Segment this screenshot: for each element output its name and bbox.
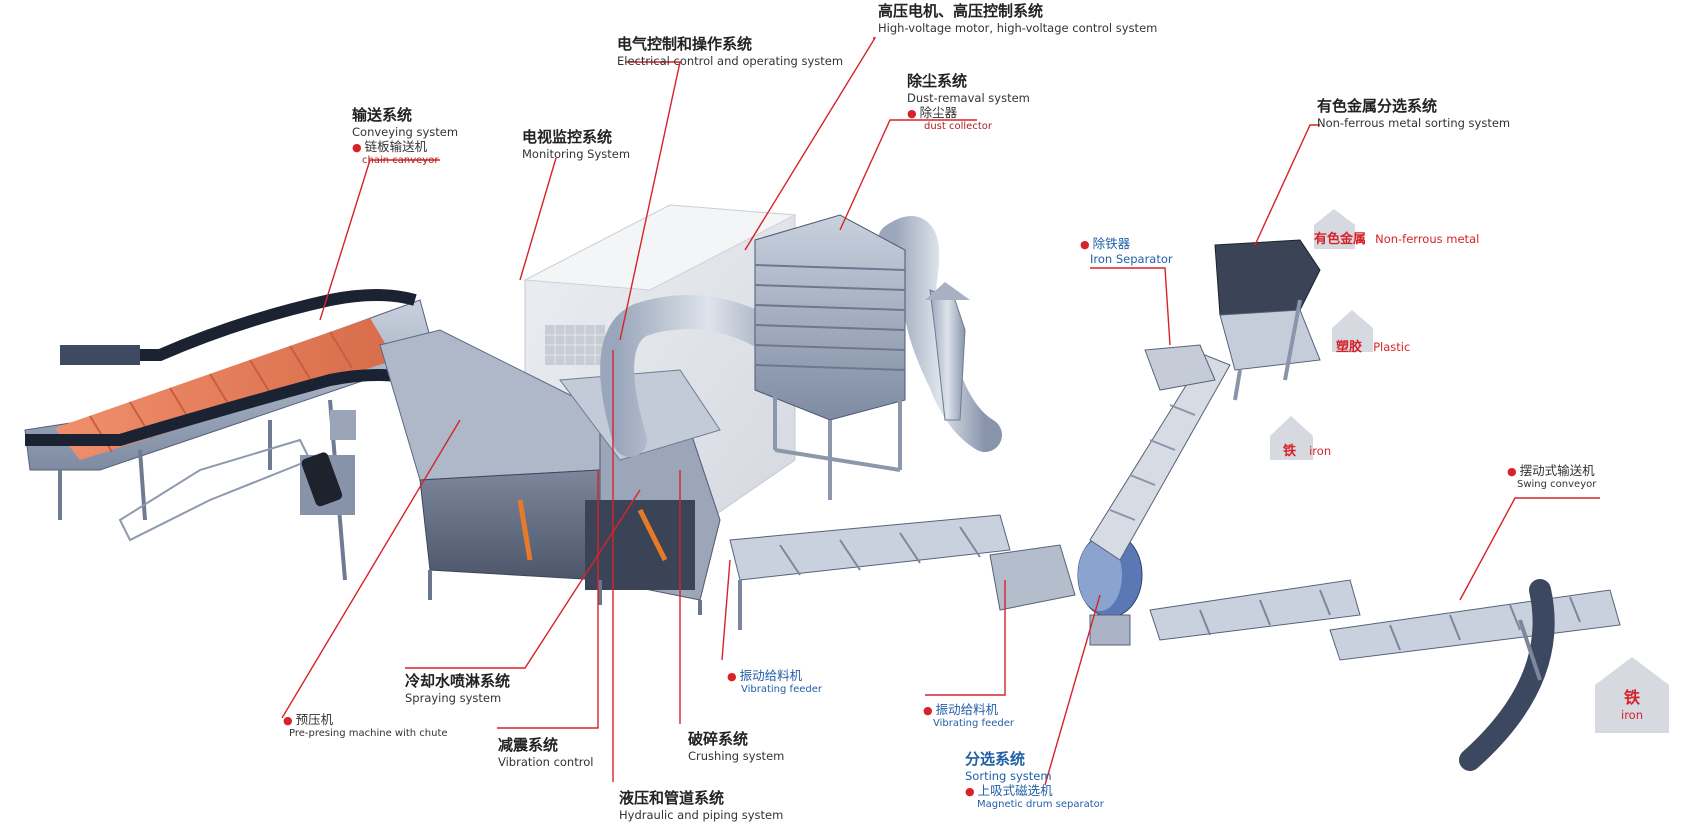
belt-conveyor-2 — [1149, 579, 1361, 641]
plastic-mat-cn: 塑胶 — [1336, 340, 1363, 355]
hv-en: High-voltage motor, high-voltage control… — [878, 20, 1158, 35]
sorting-en: Sorting system — [965, 768, 1052, 783]
bullet-icon: ● — [283, 714, 293, 727]
iron2-mat-cn: 铁 — [1623, 688, 1640, 707]
dust-collector — [754, 214, 970, 500]
label-electrical-control: 电气控制和操作系统 Electrical control and operati… — [617, 35, 843, 68]
label-prepress-machine: ●预压机 Pre-presing machine with chute — [283, 712, 448, 740]
bullet-icon: ● — [923, 704, 933, 717]
material-plastic: 塑胶 Plastic — [1336, 336, 1410, 356]
sorting-sub-cn: 上吸式磁选机 — [977, 783, 1053, 799]
label-nonferrous-sorting: 有色金属分选系统 Non-ferrous metal sorting syste… — [1317, 97, 1510, 130]
leader-lines — [281, 37, 1600, 786]
vibration-en: Vibration control — [498, 754, 594, 769]
inclined-conveyor — [1089, 344, 1231, 561]
bullet-icon: ● — [965, 785, 975, 799]
bullet-icon: ● — [727, 670, 737, 683]
dust-en: Dust-remaval system — [907, 90, 1030, 105]
swing-sub-cn: 摆动式输送机 — [1519, 463, 1595, 478]
material-iron-1: 铁 iron — [1283, 440, 1331, 460]
iron1-mat-cn: 铁 — [1283, 444, 1297, 459]
label-swing-conveyor: ●摆动式输送机 Swing conveyor — [1507, 463, 1596, 491]
bullet-icon: ● — [1080, 238, 1090, 251]
label-hydraulic-system: 液压和管道系统 Hydraulic and piping system — [619, 789, 783, 822]
nonferrous-sorter — [1214, 239, 1321, 401]
monitor-cn: 电视监控系统 — [522, 128, 613, 146]
label-conveying-system: 输送系统 Conveying system ●链板输送机 chain canve… — [352, 106, 458, 167]
vib-feeder2-en: Vibrating feeder — [933, 717, 1014, 729]
swing-sub-en: Swing conveyor — [1517, 478, 1597, 490]
spraying-cn: 冷却水喷淋系统 — [405, 672, 511, 690]
conveying-sub-cn: 链板输送机 — [364, 139, 428, 155]
sorting-cn: 分选系统 — [965, 750, 1026, 768]
prepress-motor — [300, 410, 356, 515]
elec-en: Electrical control and operating system — [617, 53, 844, 68]
elec-cn: 电气控制和操作系统 — [617, 35, 753, 53]
label-hv-system: 高压电机、高压控制系统 High-voltage motor, high-vol… — [878, 2, 1157, 35]
label-iron-separator: ●除铁器 Iron Separator — [1080, 236, 1173, 266]
hydraulic-en: Hydraulic and piping system — [619, 807, 784, 822]
label-vibrating-feeder-2: ●振动给料机 Vibrating feeder — [923, 702, 1014, 730]
vib-feeder1-en: Vibrating feeder — [741, 683, 822, 695]
material-iron-2: 铁 iron — [1612, 688, 1652, 722]
prepress-sub-cn: 预压机 — [295, 712, 334, 727]
label-monitoring-system: 电视监控系统 Monitoring System — [522, 128, 630, 161]
dust-sub-en: dust collector — [924, 120, 992, 132]
dust-sub-cn: 除尘器 — [919, 105, 958, 121]
label-dust-removal: 除尘系统 Dust-remaval system ●除尘器 dust colle… — [907, 72, 1030, 133]
nonferrous-mat-en: Non-ferrous metal — [1375, 232, 1480, 246]
label-vibration-control: 减震系统 Vibration control — [498, 736, 593, 769]
spraying-en: Spraying system — [405, 690, 502, 705]
iron2-mat-en: iron — [1621, 708, 1643, 722]
conveying-en: Conveying system — [352, 124, 459, 139]
label-sorting-system: 分选系统 Sorting system ●上吸式磁选机 Magnetic dru… — [965, 750, 1104, 811]
swing-conveyor — [1329, 579, 1621, 771]
material-nonferrous: 有色金属 Non-ferrous metal — [1314, 228, 1479, 248]
dust-cn: 除尘系统 — [907, 72, 968, 90]
iron-sep-en: Iron Separator — [1090, 251, 1173, 266]
iron1-mat-en: iron — [1309, 444, 1332, 458]
prepress-sub-en: Pre-presing machine with chute — [289, 727, 448, 739]
iron-house-icon — [1270, 416, 1313, 460]
magnetic-drum — [989, 532, 1143, 646]
vibration-cn: 减震系统 — [498, 736, 559, 754]
crushing-cn: 破碎系统 — [688, 730, 749, 748]
hv-cn: 高压电机、高压控制系统 — [878, 2, 1044, 20]
chain-conveyor — [24, 289, 436, 581]
label-spraying-system: 冷却水喷淋系统 Spraying system — [405, 672, 510, 705]
monitor-en: Monitoring System — [522, 146, 631, 161]
nonferrous-house-icon — [1314, 209, 1355, 249]
plastic-mat-en: Plastic — [1373, 340, 1411, 354]
label-vibrating-feeder-1: ●振动给料机 Vibrating feeder — [727, 668, 822, 696]
vib-feeder2-cn: 振动给料机 — [935, 702, 999, 717]
conveying-sub-en: chain canveyor — [362, 154, 439, 166]
nonferrous-en: Non-ferrous metal sorting system — [1317, 115, 1511, 130]
vib-feeder1-cn: 振动给料机 — [739, 668, 803, 683]
nonferrous-cn: 有色金属分选系统 — [1317, 97, 1438, 115]
plastic-house-icon — [1332, 310, 1373, 352]
iron-sep-cn: 除铁器 — [1092, 236, 1131, 251]
hydraulic-cn: 液压和管道系统 — [619, 789, 725, 807]
bullet-icon: ● — [1507, 465, 1517, 478]
crushing-en: Crushing system — [688, 748, 785, 763]
belt-conveyor-1 — [729, 514, 1011, 630]
sorting-sub-en: Magnetic drum separator — [977, 798, 1104, 810]
bullet-icon: ● — [907, 107, 917, 121]
iron-large-house-icon — [1595, 657, 1669, 733]
conveying-cn: 输送系统 — [352, 106, 413, 124]
label-crushing-system: 破碎系统 Crushing system — [688, 730, 784, 763]
nonferrous-mat-cn: 有色金属 — [1314, 232, 1367, 247]
bullet-icon: ● — [352, 141, 362, 155]
